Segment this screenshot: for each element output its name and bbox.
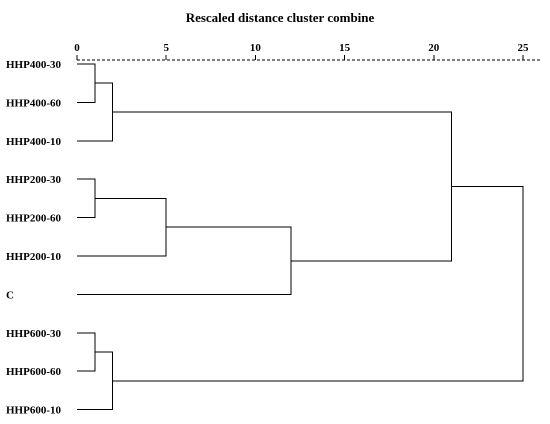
cluster-link	[77, 178, 96, 219]
distance-axis: 0 5 10 15 20 25	[74, 42, 542, 61]
leaf-label: HHP400-60	[6, 97, 61, 109]
leaf-label: HHP200-10	[6, 251, 61, 263]
axis-tick-label: 25	[518, 42, 530, 54]
leaf-label: HHP600-60	[6, 366, 61, 378]
chart-title: Rescaled distance cluster combine	[186, 10, 375, 25]
axis-tick-label: 0	[74, 42, 80, 54]
leaf-label: HHP400-30	[6, 59, 61, 71]
leaf-label: HHP200-30	[6, 174, 61, 186]
axis-tick-label: 20	[428, 42, 440, 54]
leaf-label: HHP600-10	[6, 405, 61, 417]
cluster-links	[77, 63, 524, 411]
cluster-link	[77, 332, 96, 372]
cluster-link	[112, 185, 524, 382]
leaf-label: HHP400-10	[6, 136, 61, 148]
leaf-label: HHP600-30	[6, 328, 61, 340]
cluster-link	[112, 111, 453, 262]
leaf-labels: HHP400-30HHP400-60HHP400-10HHP200-30HHP2…	[6, 59, 61, 417]
leaf-label: C	[6, 289, 14, 301]
axis-tick-label: 5	[163, 42, 169, 54]
cluster-link	[77, 226, 292, 295]
cluster-link	[77, 197, 167, 257]
cluster-link	[77, 63, 96, 103]
leaf-label: HHP200-60	[6, 213, 61, 225]
axis-tick-label: 10	[250, 42, 262, 54]
axis-tick-label: 15	[339, 42, 351, 54]
